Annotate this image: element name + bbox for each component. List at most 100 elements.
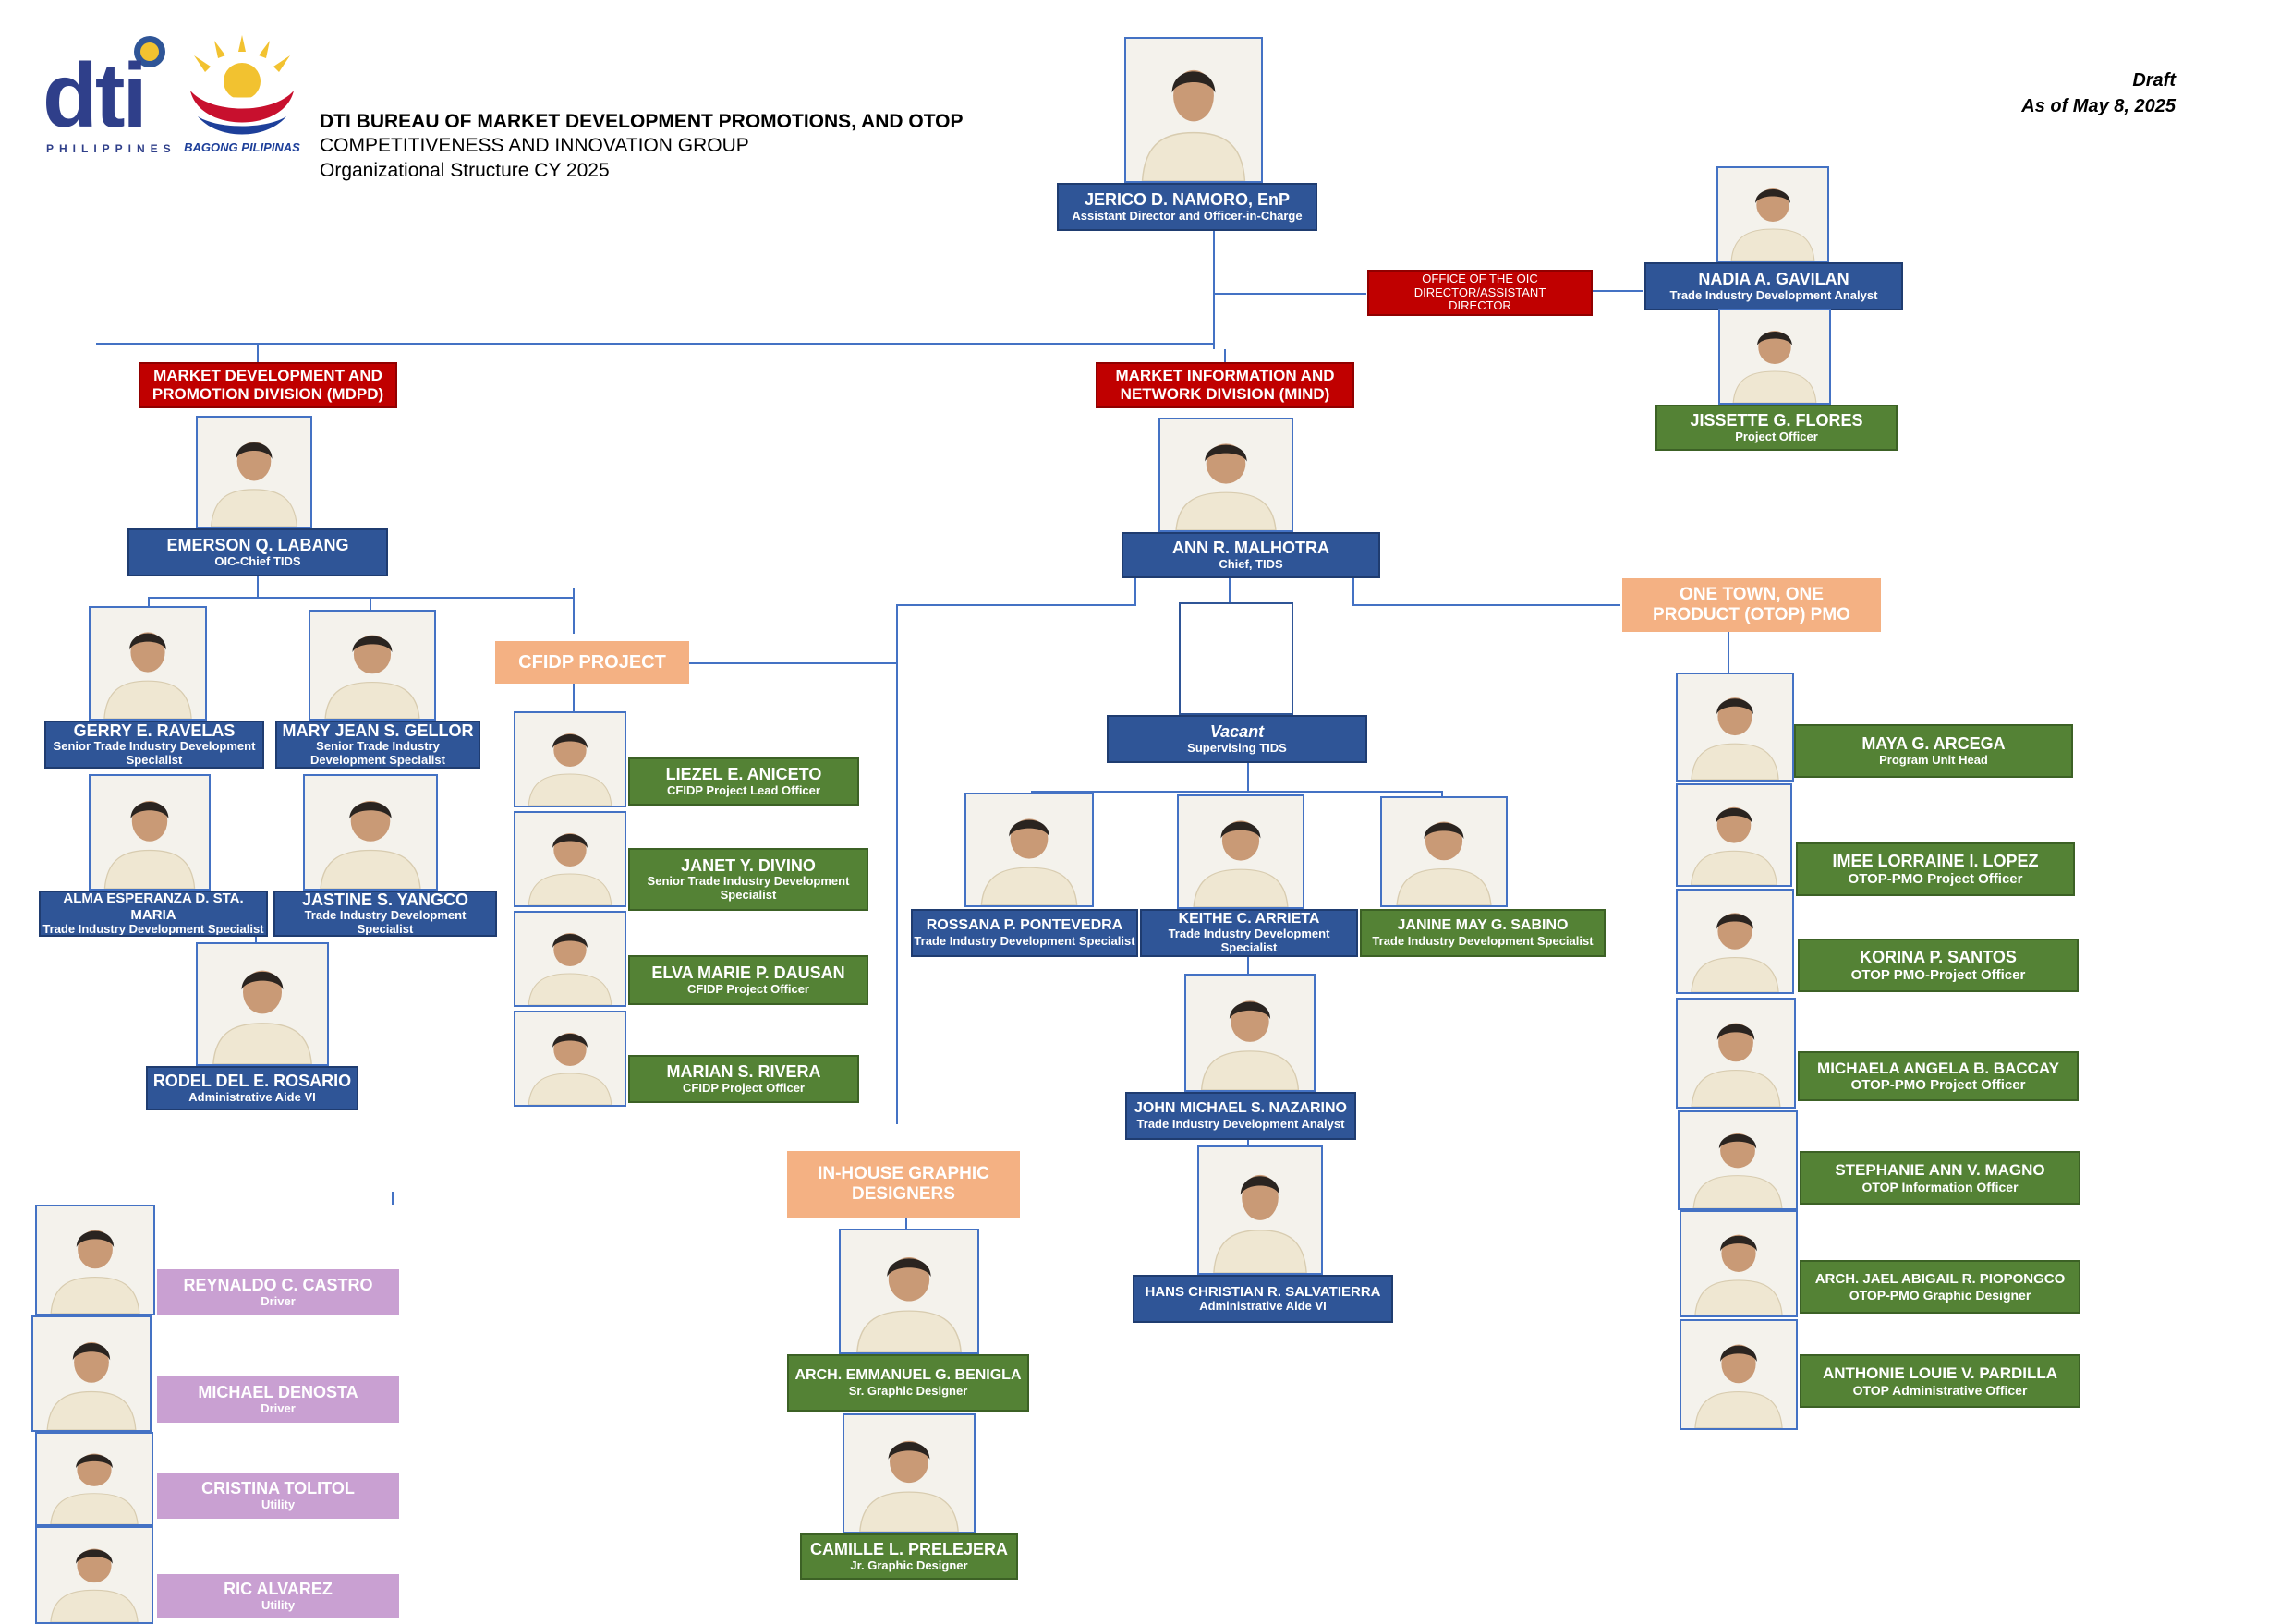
portrait-icon — [1681, 1212, 1796, 1315]
staff-photo — [1676, 998, 1796, 1109]
staff-card: MARIAN S. RIVERA CFIDP Project Officer — [628, 1055, 859, 1103]
staff-card: ANTHONIE LOUIE V. PARDILLA OTOP Administ… — [1800, 1354, 2080, 1408]
staff-title: CFIDP Project Lead Officer — [667, 782, 820, 797]
staff-photo — [89, 606, 207, 721]
staff-card: NADIA A. GAVILAN Trade Industry Developm… — [1644, 262, 1903, 310]
header-group: COMPETITIVENESS AND INNOVATION GROUP — [320, 135, 749, 156]
staff-photo — [1680, 1210, 1798, 1317]
staff-card: ELVA MARIE P. DAUSAN CFIDP Project Offic… — [628, 955, 868, 1005]
staff-title: Senior Trade Industry Development Specia… — [310, 739, 445, 768]
head-box: JERICO D. NAMORO, EnP Assistant Director… — [1057, 183, 1317, 231]
staff-name: IMEE LORRAINE I. LOPEZ — [1832, 852, 2039, 871]
portrait-icon — [1678, 891, 1792, 992]
portrait-icon — [1126, 39, 1261, 181]
dti-logo-text: dti — [42, 44, 148, 146]
unit-graphic-label: IN-HOUSE GRAPHIC DESIGNERS — [818, 1164, 989, 1204]
staff-card: IMEE LORRAINE I. LOPEZ OTOP-PMO Project … — [1796, 842, 2075, 896]
mind-chief-title: Chief, TIDS — [1219, 556, 1283, 571]
staff-title: OTOP Information Officer — [1861, 1179, 2019, 1194]
staff-title: OTOP-PMO Project Officer — [1848, 870, 2023, 887]
staff-photo — [1197, 1145, 1323, 1275]
staff-photo — [35, 1526, 153, 1624]
portrait-icon — [33, 1317, 150, 1430]
bagong-pilipinas-logo: BAGONG PILIPINAS — [172, 31, 312, 161]
staff-card: CRISTINA TOLITOL Utility — [157, 1473, 399, 1519]
staff-name: LIEZEL E. ANICETO — [665, 765, 822, 784]
staff-title: Trade Industry Development Specialist — [1168, 927, 1330, 955]
staff-name: JASTINE S. YANGCO — [301, 891, 469, 909]
staff-photo — [31, 1315, 152, 1432]
portrait-icon — [841, 1230, 977, 1352]
portrait-icon — [515, 713, 625, 806]
staff-title: OTOP-PMO Project Officer — [1850, 1077, 2026, 1094]
staff-name: ALMA ESPERANZA D. STA. MARIA — [63, 891, 244, 923]
staff-title: OTOP-PMO Graphic Designer — [1849, 1287, 2031, 1303]
staff-card: ALMA ESPERANZA D. STA. MARIA Trade Indus… — [39, 891, 268, 937]
staff-card: JOHN MICHAEL S. NAZARINO Trade Industry … — [1125, 1092, 1356, 1140]
portrait-icon — [515, 813, 625, 905]
portrait-icon — [91, 776, 209, 889]
staff-title: Jr. Graphic Designer — [850, 1557, 968, 1572]
staff-name: JISSETTE G. FLORES — [1690, 411, 1863, 430]
staff-photo — [514, 1011, 626, 1107]
staff-name: RODEL DEL E. ROSARIO — [152, 1072, 352, 1091]
staff-photo — [843, 1413, 976, 1533]
staff-card: ARCH. EMMANUEL G. BENIGLA Sr. Graphic De… — [787, 1354, 1029, 1412]
portrait-icon — [1179, 796, 1303, 907]
vacant-photo-placeholder — [1179, 602, 1293, 715]
mdpd-chief-title: OIC-Chief TIDS — [214, 553, 301, 568]
staff-name: STEPHANIE ANN V. MAGNO — [1835, 1161, 2045, 1180]
staff-name: JANINE MAY G. SABINO — [1397, 917, 1569, 934]
portrait-icon — [37, 1528, 152, 1622]
staff-name: RIC ALVAREZ — [224, 1580, 333, 1599]
unit-mdpd-label: MARKET DEVELOPMENT AND PROMOTION DIVISIO… — [152, 367, 384, 403]
staff-name: MICHAEL DENOSTA — [198, 1383, 358, 1402]
staff-title: Sr. Graphic Designer — [848, 1383, 968, 1398]
portrait-icon — [198, 944, 327, 1064]
staff-photo — [309, 610, 436, 721]
staff-name: CAMILLE L. PRELEJERA — [809, 1540, 1008, 1559]
head-photo — [1124, 37, 1263, 183]
staff-title: CFIDP Project Officer — [687, 981, 809, 996]
staff-title: Trade Industry Development Specialist — [1372, 933, 1594, 948]
portrait-icon — [1720, 310, 1829, 403]
staff-card: ROSSANA P. PONTEVEDRA Trade Industry Dev… — [911, 909, 1138, 957]
staff-name: MICHAELA ANGELA B. BACCAY — [1817, 1059, 2059, 1077]
staff-title: Senior Trade Industry Development Specia… — [53, 739, 256, 768]
staff-photo — [964, 793, 1094, 907]
staff-card: HANS CHRISTIAN R. SALVATIERRA Administra… — [1133, 1275, 1393, 1323]
head-title: Assistant Director and Officer-in-Charge — [1072, 208, 1303, 223]
staff-name: HANS CHRISTIAN R. SALVATIERRA — [1145, 1283, 1381, 1300]
staff-name: JOHN MICHAEL S. NAZARINO — [1134, 1100, 1347, 1117]
unit-cfidp: CFIDP PROJECT — [495, 641, 689, 684]
unit-oic-office-label: OFFICE OF THE OIC DIRECTOR/ASSISTANT DIR… — [1413, 271, 1546, 313]
staff-photo — [303, 774, 438, 891]
bagong-pilipinas-emblem — [190, 35, 294, 135]
staff-photo — [514, 911, 626, 1007]
portrait-icon — [1678, 1000, 1794, 1107]
unit-otop-label: ONE TOWN, ONE PRODUCT (OTOP) PMO — [1653, 585, 1850, 624]
staff-title: CFIDP Project Officer — [683, 1080, 805, 1095]
portrait-icon — [515, 913, 625, 1005]
staff-photo — [89, 774, 211, 891]
staff-name: MAYA G. ARCEGA — [1861, 734, 2006, 754]
staff-title: Trade Industry Development Analyst — [1136, 1116, 1345, 1131]
dti-logo-subtext: PHILIPPINES — [46, 142, 176, 155]
portrait-icon — [1678, 674, 1792, 780]
header-subtitle: Organizational Structure CY 2025 — [320, 160, 610, 181]
staff-card: MICHAELA ANGELA B. BACCAY OTOP-PMO Proje… — [1798, 1051, 2079, 1101]
staff-title: Administrative Aide VI — [188, 1089, 316, 1104]
unit-mind: MARKET INFORMATION AND NETWORK DIVISION … — [1096, 362, 1354, 408]
staff-title: OTOP Administrative Officer — [1852, 1382, 2028, 1398]
staff-photo — [1676, 673, 1794, 782]
portrait-icon — [1186, 976, 1314, 1090]
portrait-icon — [1382, 798, 1506, 905]
portrait-icon — [1680, 1112, 1796, 1208]
staff-card: MARY JEAN S. GELLOR Senior Trade Industr… — [275, 721, 480, 769]
draft-label: Draft — [2132, 70, 2176, 91]
staff-photo — [196, 942, 329, 1066]
staff-title: Utility — [261, 1497, 296, 1511]
unit-mdpd: MARKET DEVELOPMENT AND PROMOTION DIVISIO… — [139, 362, 397, 408]
staff-name: ROSSANA P. PONTEVEDRA — [926, 917, 1123, 934]
staff-card: MAYA G. ARCEGA Program Unit Head — [1794, 724, 2073, 778]
